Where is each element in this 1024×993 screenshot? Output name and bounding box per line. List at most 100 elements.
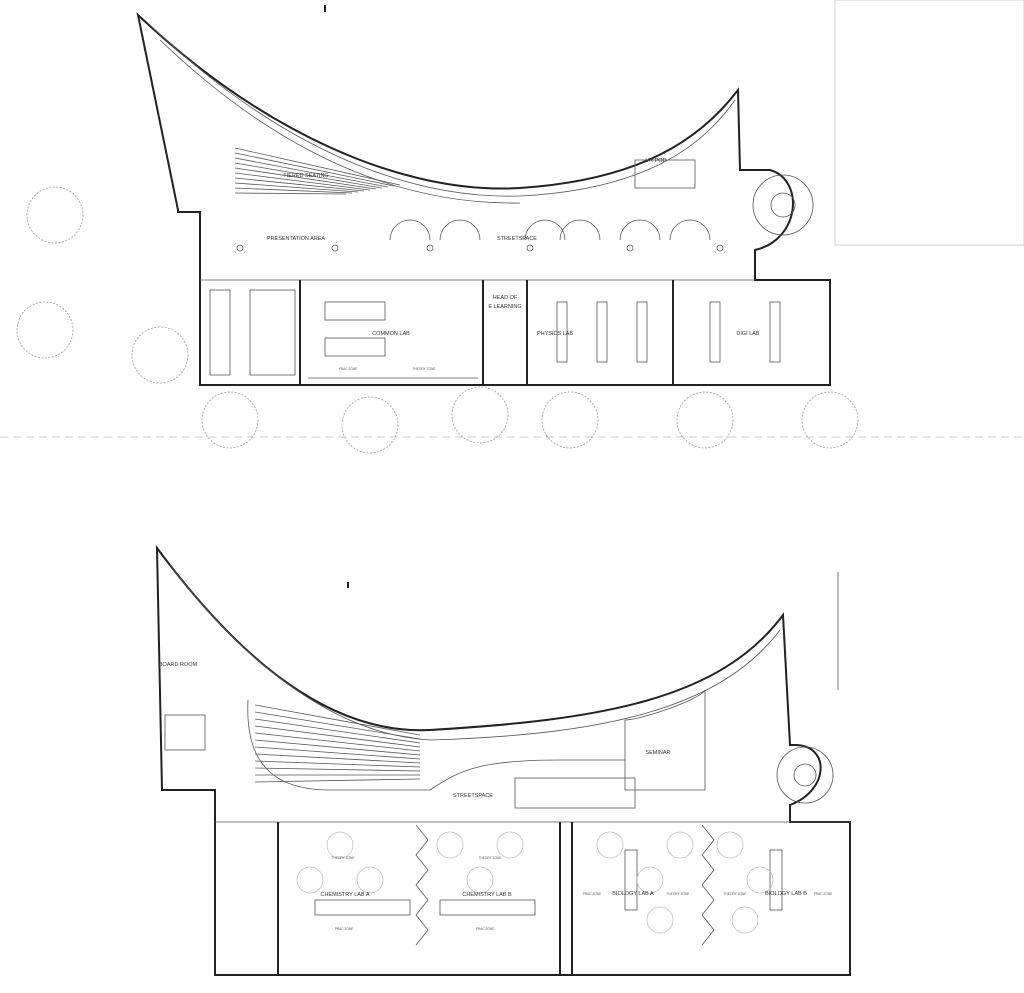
room-label-e-learning: E LEARNING	[488, 304, 521, 310]
seating-cluster	[646, 906, 674, 934]
seating-step	[234, 172, 371, 191]
column	[626, 244, 634, 252]
tree	[341, 396, 399, 454]
curved-facade-inner	[159, 39, 521, 204]
column	[716, 244, 724, 252]
lab-partitions	[209, 159, 781, 385]
seating-step	[254, 753, 421, 764]
tree	[201, 391, 259, 449]
seating-cluster	[636, 866, 664, 894]
seating-cluster	[666, 831, 694, 859]
seating-step	[254, 746, 421, 760]
zone-label-theory: THEORY ZONE	[479, 856, 502, 860]
curved-bench	[439, 219, 481, 241]
column	[331, 244, 339, 252]
seating-step	[234, 162, 383, 189]
room-label-presentation-area: PRESENTATION AREA	[267, 236, 326, 242]
street-trees	[16, 186, 859, 454]
void-edge	[247, 699, 625, 791]
tree	[541, 391, 599, 449]
structural-columns	[236, 244, 724, 252]
streetspace-bench	[514, 777, 636, 809]
lab-partitions	[277, 822, 783, 975]
zone-label-prac: PRAC ZONE	[335, 927, 354, 931]
zone-label-prac: PRAC ZONE	[339, 367, 358, 371]
curved-facade-edge	[169, 564, 781, 741]
tree	[451, 386, 509, 444]
column	[526, 244, 534, 252]
seminar-room	[624, 689, 706, 791]
seating-cluster	[326, 831, 354, 859]
first-floor-plan: BOARD ROOM SEMINAR STREETSPACE CHEMISTRY…	[155, 544, 851, 976]
seating-cluster	[496, 831, 524, 859]
curved-roof-edge	[149, 24, 736, 197]
seating-step	[254, 778, 421, 783]
seating-cluster	[466, 866, 494, 894]
room-label-physics-lab: PHYSICS LAB	[537, 331, 573, 337]
seating-step	[254, 725, 421, 748]
building-outline-ground	[136, 12, 831, 386]
curved-bench	[559, 219, 601, 241]
curved-bench	[389, 219, 431, 241]
seating-step	[254, 732, 421, 752]
tree	[676, 391, 734, 449]
tree	[131, 326, 189, 384]
room-label-vr-pod: VR POD	[645, 158, 666, 164]
room-label-streetspace: STREETSPACE	[497, 236, 537, 242]
neighbouring-building	[834, 0, 1024, 246]
ground-floor-plan: TIERED SEATING PRESENTATION AREA STREETS…	[0, 0, 1024, 454]
seating-step	[254, 767, 421, 772]
seating-cluster	[596, 831, 624, 859]
tree	[26, 186, 84, 244]
zone-label-prac: PRAC ZONE	[476, 927, 495, 931]
curved-bench	[524, 219, 566, 241]
curved-bench	[669, 219, 711, 241]
room-label-board-room: BOARD ROOM	[159, 662, 198, 668]
seating-step	[254, 711, 421, 740]
seating-cluster	[731, 906, 759, 934]
seating-step	[234, 187, 353, 194]
seating-step	[254, 704, 421, 736]
seating-step	[234, 177, 365, 192]
seating-step	[234, 182, 359, 193]
spiral-staircase-ground	[752, 174, 814, 236]
curved-bench	[619, 219, 661, 241]
room-label-chemistry-lab-a: CHEMISTRY LAB A	[320, 892, 369, 898]
stair-core	[164, 714, 206, 751]
seating-cluster	[356, 866, 384, 894]
building-outline-first	[155, 544, 851, 976]
lab-seating-clusters	[296, 831, 774, 934]
tiered-seating-void	[254, 704, 421, 783]
column	[236, 244, 244, 252]
zone-label-theory: THEORY ZONE	[413, 367, 436, 371]
zone-label-theory: THEORY ZONE	[332, 856, 355, 860]
room-label-head-of: HEAD OF	[493, 295, 518, 301]
seating-step	[234, 157, 389, 188]
spiral-staircase-first	[776, 746, 834, 804]
streetspace-curved-seating	[389, 219, 711, 241]
seating-step	[254, 760, 421, 768]
seating-step	[234, 192, 347, 195]
zone-label-prac: PRAC ZONE	[814, 892, 833, 896]
seating-step	[234, 152, 395, 187]
seating-cluster	[436, 831, 464, 859]
room-label-common-lab: COMMON LAB	[372, 331, 410, 337]
seating-step	[254, 718, 421, 744]
room-label-biology-lab-a: BIOLOGY LAB A	[612, 891, 654, 897]
tiered-seating-steps	[234, 147, 401, 195]
room-label-digi-lab: DIGI LAB	[736, 331, 760, 337]
zone-label-theory: THEORY ZONE	[724, 892, 747, 896]
seating-step	[234, 167, 377, 190]
room-label-biology-lab-b: BIOLOGY LAB B	[765, 891, 807, 897]
zone-label-theory: THEORY ZONE	[667, 892, 690, 896]
seating-cluster	[296, 866, 324, 894]
room-label-streetspace: STREETSPACE	[453, 793, 493, 799]
tree	[16, 301, 74, 359]
room-label-tiered-seating: TIERED SEATING	[283, 173, 328, 179]
seating-cluster	[746, 866, 774, 894]
seating-step	[254, 739, 421, 756]
seating-step	[234, 147, 401, 186]
zone-label-prac: PRAC ZONE	[583, 892, 602, 896]
seating-cluster	[716, 831, 744, 859]
